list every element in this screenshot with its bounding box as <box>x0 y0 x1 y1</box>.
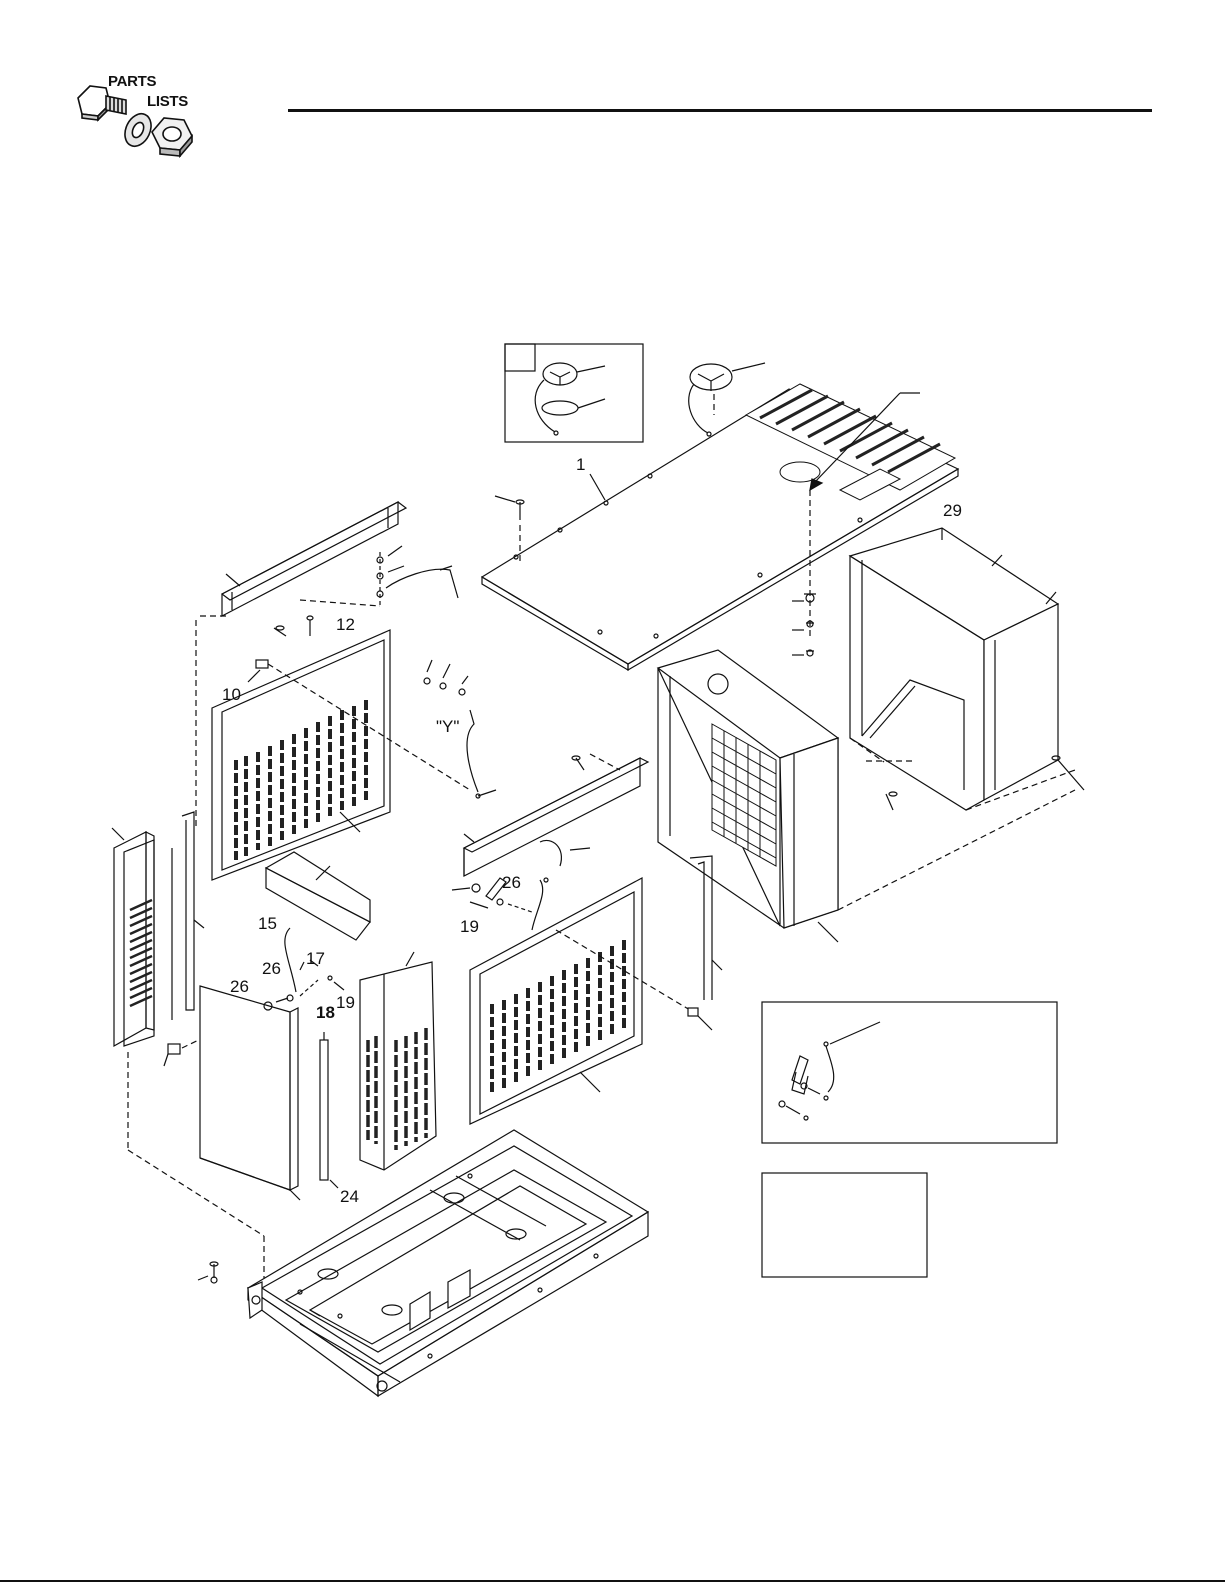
callout-29: 29 <box>943 502 962 519</box>
callout-26-right: 26 <box>502 874 521 891</box>
callout-26-mid: 26 <box>262 960 281 977</box>
callout-15: 15 <box>258 915 277 932</box>
callout-19-right: 19 <box>460 918 479 935</box>
front-right-panel <box>470 878 712 1124</box>
thin-strip <box>320 1032 338 1188</box>
rear-enclosure-box <box>850 528 1084 810</box>
callout-19-left: 19 <box>336 994 355 1011</box>
note-box <box>762 1173 927 1277</box>
center-louvered-panel <box>360 952 436 1170</box>
exhaust-cap-inset <box>505 344 643 442</box>
callout-18: 18 <box>316 1004 335 1021</box>
callout-12: 12 <box>336 616 355 633</box>
left-side-panel <box>212 630 496 880</box>
callout-24: 24 <box>340 1188 359 1205</box>
callout-26-left: 26 <box>230 978 249 995</box>
handle-detail-inset <box>762 1002 1057 1143</box>
lower-rail-bar <box>266 852 370 940</box>
callout-17: 17 <box>306 950 325 967</box>
bottom-rule <box>0 1580 1225 1582</box>
callout-10: 10 <box>222 686 241 703</box>
callout-y: "Y" <box>436 718 459 735</box>
callout-1: 1 <box>576 456 585 473</box>
